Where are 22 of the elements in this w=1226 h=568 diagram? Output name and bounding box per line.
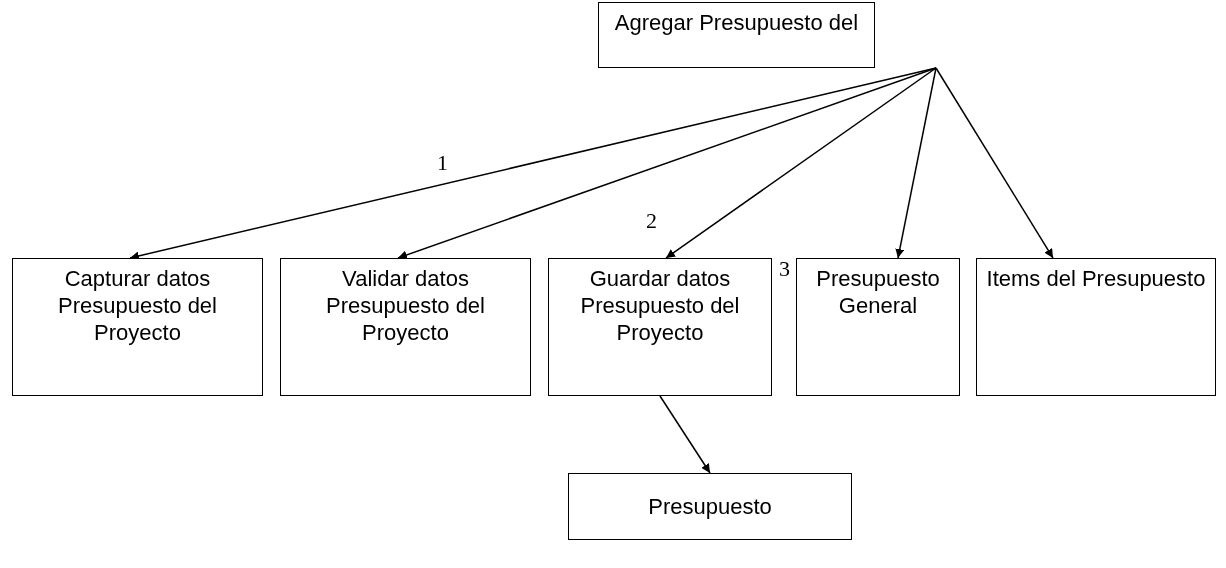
process-box [976, 258, 1216, 396]
box-label: Validar datos Presupuesto del Proyecto [325, 265, 486, 346]
process-box [598, 2, 875, 68]
step-number: 2 [646, 208, 657, 234]
process-box [280, 258, 531, 396]
box-label: Presupuesto General [815, 265, 941, 319]
box-label: Agregar Presupuesto del [614, 9, 859, 36]
box-label: Capturar datos Presupuesto del Proyecto [57, 265, 218, 346]
arrow [397, 67, 937, 260]
step-number: 1 [437, 150, 448, 176]
process-box [12, 258, 263, 396]
process-box [568, 473, 852, 540]
process-box [796, 258, 960, 396]
arrow [665, 67, 937, 259]
arrow [895, 67, 937, 259]
process-box [548, 258, 772, 396]
arrow [659, 395, 711, 474]
box-label: Items del Presupuesto [986, 265, 1206, 292]
arrow [935, 67, 1054, 259]
box-label: Guardar datos Presupuesto del Proyecto [579, 265, 741, 346]
box-label: Presupuesto [648, 493, 772, 520]
step-number: 3 [779, 256, 790, 282]
